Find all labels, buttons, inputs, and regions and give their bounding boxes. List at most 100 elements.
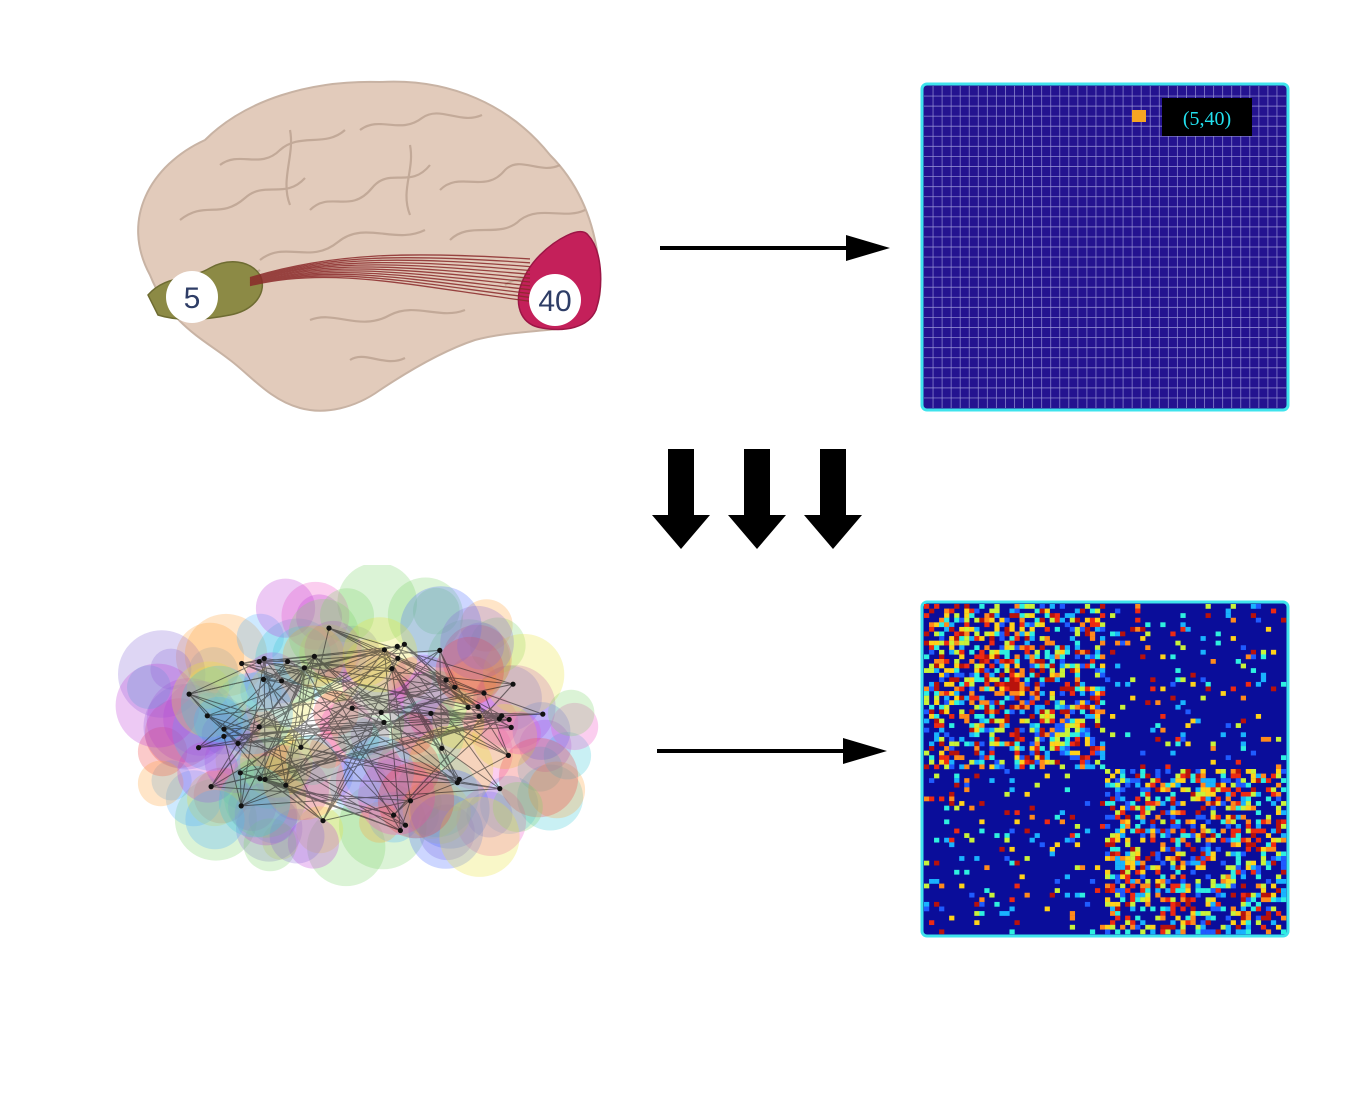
matrix-cell	[1089, 691, 1096, 696]
matrix-cell	[1044, 654, 1050, 660]
matrix-cell	[994, 736, 1000, 742]
matrix-cell	[1089, 695, 1096, 701]
matrix-cell	[994, 741, 1000, 747]
matrix-cell	[1170, 911, 1176, 916]
matrix-cell	[944, 608, 950, 614]
matrix-cell	[999, 686, 1005, 692]
matrix-cell	[1255, 915, 1262, 921]
matrix-cell	[969, 709, 975, 715]
matrix-cell	[1250, 778, 1257, 783]
matrix-cell	[1110, 920, 1116, 926]
matrix-cell	[974, 631, 980, 637]
matrix-cell	[1280, 837, 1287, 843]
matrix-cell	[1255, 714, 1262, 719]
matrix-cell	[1260, 677, 1267, 683]
matrix-cell	[1180, 732, 1186, 738]
matrix-cell	[1150, 865, 1156, 871]
matrix-cell	[1250, 773, 1257, 779]
matrix-cell	[1280, 769, 1287, 774]
network-edge	[328, 627, 456, 688]
matrix-cell	[954, 672, 960, 678]
matrix-cell	[929, 649, 935, 655]
matrix-cell	[1230, 828, 1236, 834]
matrix-cell	[1235, 723, 1241, 728]
network-edge	[397, 657, 447, 681]
matrix-cell	[1150, 686, 1156, 692]
matrix-cell	[994, 759, 1000, 765]
matrix-cell	[1240, 741, 1246, 747]
network-edge	[237, 649, 385, 744]
network-edge	[314, 656, 460, 780]
matrix-cell	[1059, 700, 1065, 706]
network-edge	[477, 706, 509, 756]
matrix-cell	[959, 764, 965, 770]
matrix-cell	[1054, 704, 1060, 710]
matrix-cell	[1275, 769, 1282, 774]
matrix-cell	[1185, 888, 1191, 893]
matrix-cell	[1245, 769, 1252, 774]
matrix-cell	[944, 819, 950, 825]
matrix-cell	[959, 617, 965, 623]
matrix-cell	[1195, 837, 1201, 843]
matrix-cell	[1049, 759, 1055, 765]
matrix-cell	[1074, 649, 1081, 655]
matrix-cell	[1019, 631, 1025, 637]
matrix-cell	[1220, 732, 1226, 738]
matrix-cell	[1039, 645, 1045, 651]
network-edge	[383, 649, 460, 780]
network-edge	[322, 722, 385, 821]
matrix-cell	[924, 604, 930, 609]
down-arrow	[652, 449, 710, 549]
matrix-cell	[1084, 663, 1091, 669]
matrix-cell	[1099, 626, 1106, 632]
matrix-cell	[1039, 622, 1045, 628]
matrix-cell	[1250, 769, 1257, 774]
matrix-cell	[969, 732, 975, 738]
matrix-cell	[1150, 833, 1156, 838]
matrix-cell	[999, 645, 1005, 651]
matrix-cell	[1079, 608, 1086, 614]
brain-parcel	[492, 782, 543, 832]
matrix-cell	[999, 911, 1005, 916]
matrix-cell	[1240, 911, 1246, 916]
matrix-cell	[1059, 663, 1065, 669]
matrix-cell	[1115, 846, 1121, 852]
matrix-cell	[1130, 901, 1136, 907]
matrix-cell	[1009, 640, 1015, 646]
tract-fiber	[249, 270, 531, 287]
matrix-cell	[979, 663, 985, 669]
matrix-cell	[1140, 929, 1146, 935]
matrix-cell	[1135, 604, 1141, 609]
brain-parcel	[410, 769, 490, 849]
region-40-label: 40	[538, 285, 571, 318]
matrix-cell	[1009, 778, 1015, 783]
down-arrow	[728, 449, 786, 549]
matrix-cell	[1245, 828, 1252, 834]
matrix-cell	[1170, 695, 1176, 701]
matrix-cell	[1170, 631, 1176, 637]
matrix-cell	[1019, 681, 1025, 687]
matrix-cell	[1210, 759, 1216, 765]
matrix-cell	[1084, 801, 1091, 806]
matrix-cell	[1044, 608, 1050, 614]
matrix-cell	[939, 727, 945, 733]
matrix-cell	[1084, 727, 1091, 733]
matrix-cell	[964, 631, 970, 637]
matrix-cell	[1084, 901, 1091, 907]
matrix-cell	[1074, 750, 1081, 756]
matrix-cell	[1049, 613, 1055, 618]
matrix-cell	[1145, 924, 1151, 930]
matrix-cell	[959, 695, 965, 701]
tract-fiber	[249, 259, 531, 280]
matrix-cell	[1049, 732, 1055, 738]
matrix-cell	[1135, 828, 1141, 834]
matrix-cell	[1089, 636, 1096, 641]
network-edge	[241, 663, 442, 749]
matrix-cell	[1260, 851, 1267, 857]
matrix-cell	[1099, 755, 1106, 761]
matrix-cell	[979, 901, 985, 907]
matrix-cell	[1014, 860, 1020, 866]
matrix-cell	[1120, 897, 1126, 903]
brain-parcel	[296, 806, 344, 854]
matrix-cell	[1064, 773, 1071, 779]
